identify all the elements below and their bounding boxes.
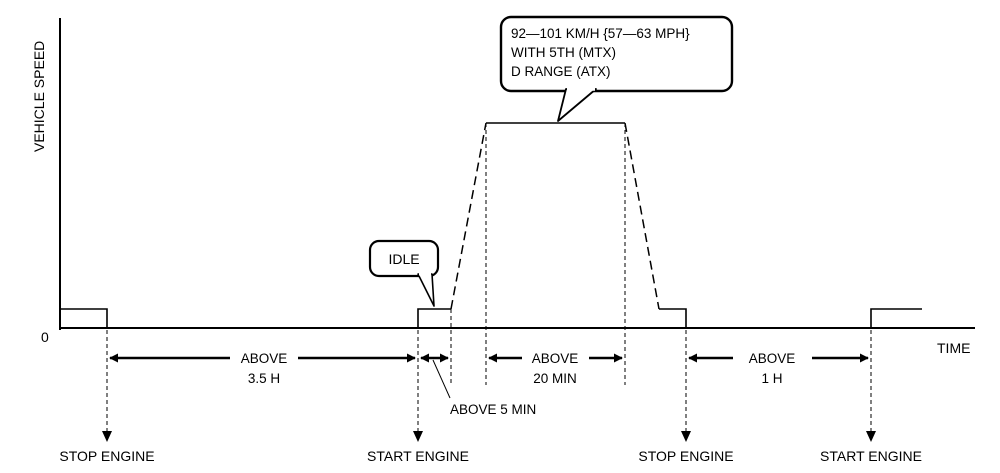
idle-period-label: ABOVE 5 MIN bbox=[450, 402, 536, 417]
drive-period-label-line1: ABOVE bbox=[532, 351, 579, 366]
speed-callout-line3: D RANGE (ATX) bbox=[511, 64, 611, 79]
cool-period-label-line1: ABOVE bbox=[749, 351, 796, 366]
speed-callout-line2: WITH 5TH (MTX) bbox=[511, 45, 616, 60]
origin-label: 0 bbox=[41, 329, 49, 345]
speed-segment-idle-after-start bbox=[417, 308, 451, 328]
start-engine-1-arrowhead bbox=[413, 431, 423, 442]
stop-period-label-line1: ABOVE bbox=[241, 351, 288, 366]
start-engine-2-label: START ENGINE bbox=[820, 448, 922, 464]
x-axis-label: TIME bbox=[937, 340, 970, 356]
speed-callout: 92—101 KM/H {57—63 MPH} WITH 5TH (MTX) D… bbox=[499, 15, 734, 122]
decel-ramp bbox=[624, 122, 660, 310]
accel-ramp bbox=[450, 122, 487, 310]
start-engine-2-arrowhead bbox=[866, 431, 876, 442]
speed-callout-line1: 92—101 KM/H {57—63 MPH} bbox=[511, 26, 690, 41]
speed-segment-final-idle bbox=[659, 308, 687, 328]
idle-callout: IDLE bbox=[368, 239, 440, 307]
idle-callout-text: IDLE bbox=[388, 251, 419, 267]
speed-segment-initial-idle bbox=[60, 308, 108, 328]
stop-period-label-line2: 3.5 H bbox=[248, 371, 280, 386]
stop-engine-2-label: STOP ENGINE bbox=[638, 448, 733, 464]
event-arrowheads bbox=[102, 431, 876, 442]
stop-engine-2-arrowhead bbox=[681, 431, 691, 442]
idle-period-leader bbox=[432, 359, 451, 399]
drive-period-label-line2: 20 MIN bbox=[533, 371, 577, 386]
speed-ramps bbox=[450, 122, 660, 310]
time-guides bbox=[106, 123, 872, 432]
stop-engine-1-label: STOP ENGINE bbox=[59, 448, 154, 464]
y-axis-label: VEHICLE SPEED bbox=[31, 41, 47, 152]
stop-engine-1-arrowhead bbox=[102, 431, 112, 442]
start-engine-1-label: START ENGINE bbox=[367, 448, 469, 464]
speed-segment-restart-idle bbox=[870, 308, 922, 328]
cool-period-label-line2: 1 H bbox=[761, 371, 782, 386]
speed-profile bbox=[60, 122, 922, 328]
